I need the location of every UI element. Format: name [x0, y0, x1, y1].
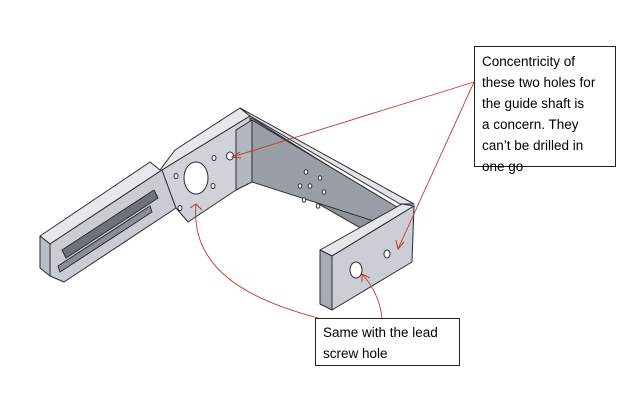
arrowhead-lead-screw — [361, 273, 371, 282]
back-wall-top — [239, 107, 415, 205]
leader-arrowheads — [189, 151, 405, 282]
arrowhead-bore — [189, 203, 203, 211]
bracket-part — [39, 107, 415, 311]
large-bore-hole — [183, 161, 209, 195]
arrowhead-guide-hole-2 — [395, 239, 405, 251]
end-tab-side — [331, 205, 415, 311]
inner-web — [251, 119, 403, 231]
leader-arc-lead-screw — [361, 273, 383, 319]
lead-screw-hole — [349, 261, 363, 279]
plate-hole-small-2 — [211, 155, 217, 161]
concentricity-callout: Concentricity of these two holes for the… — [474, 46, 616, 174]
arm-slot — [61, 189, 159, 259]
leader-arc-bore — [195, 203, 319, 319]
end-tab-face — [319, 249, 333, 311]
guide-shaft-hole-1 — [226, 151, 234, 161]
leader-lines — [195, 81, 475, 319]
lead-screw-callout: Same with the lead screw hole — [315, 318, 460, 366]
arrowhead-guide-hole-1 — [230, 151, 242, 159]
leader-line-guide-hole-2 — [397, 81, 475, 250]
arm-slot-lower — [57, 205, 153, 273]
back-wall-hole-pattern — [297, 169, 327, 209]
guide-shaft-hole-2 — [383, 249, 391, 259]
plate-hole-small-3 — [177, 205, 183, 211]
leader-line-guide-hole-1 — [231, 81, 475, 158]
plate-hole-small-4 — [210, 183, 216, 189]
plate-hole-small-1 — [173, 173, 179, 179]
